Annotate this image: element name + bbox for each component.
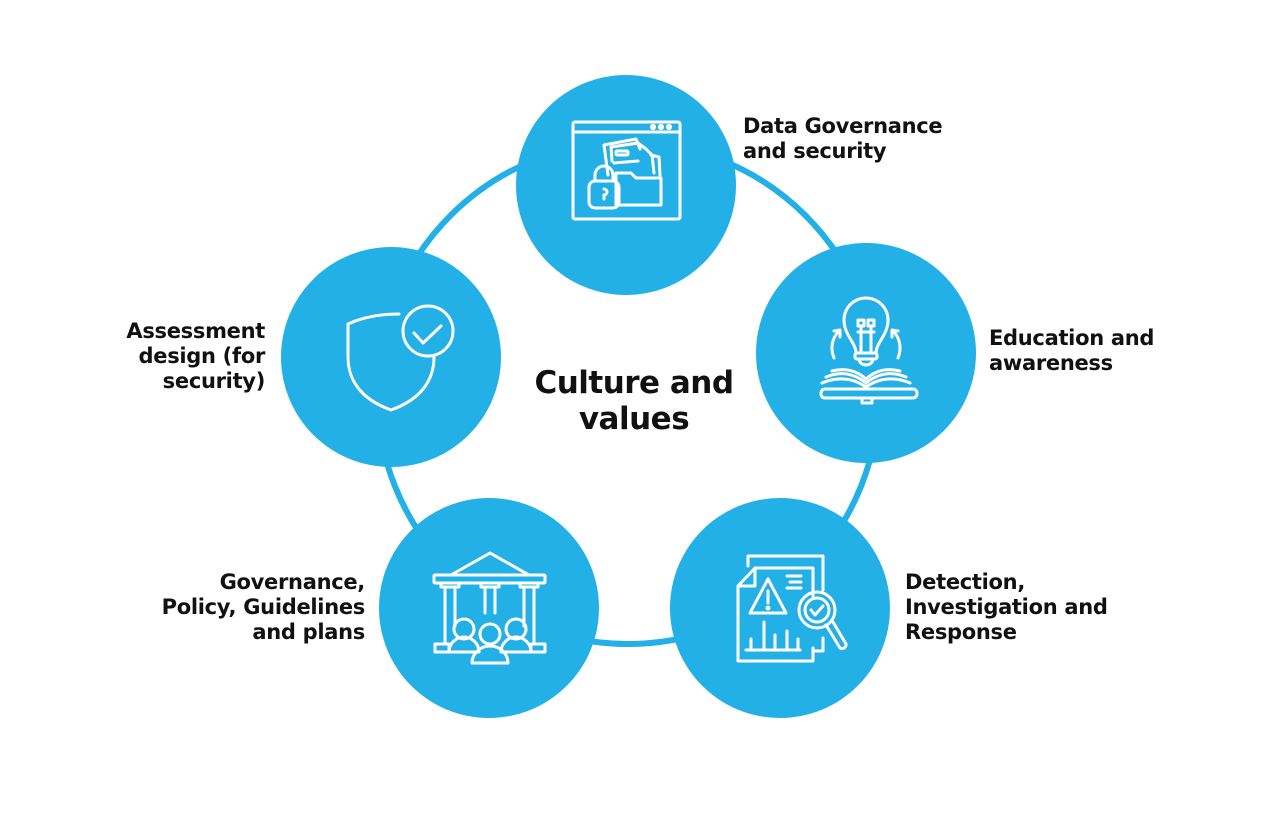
node-education [756, 243, 976, 463]
label-governance-policy: Governance, Policy, Guidelines and plans [161, 570, 366, 644]
node-data-governance [516, 75, 736, 295]
locked-folder-window-icon [571, 120, 682, 221]
label-education: Education and awareness [989, 326, 1155, 375]
label-data-governance: Data Governance and security [743, 114, 943, 163]
node-assessment [281, 247, 501, 467]
lightbulb-book-icon [819, 296, 919, 405]
center-title: Culture and values [534, 365, 734, 437]
node-governance-policy [379, 498, 599, 718]
alert-report-magnifier-icon [736, 554, 848, 663]
label-assessment: Assessment design (for security) [126, 319, 265, 393]
shield-check-icon [346, 304, 455, 412]
node-detection [670, 498, 890, 718]
institution-people-icon [432, 551, 547, 665]
label-detection: Detection, Investigation and Response [905, 570, 1108, 644]
